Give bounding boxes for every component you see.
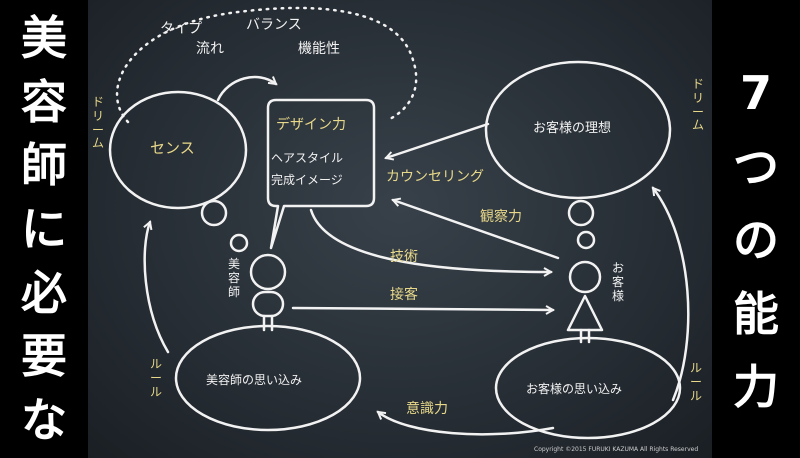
customer-label-char: 様	[612, 288, 625, 303]
stylist-belief-ellipse	[174, 324, 362, 432]
right-title-char: 力	[733, 360, 779, 414]
thought-bubble	[200, 199, 228, 227]
rule-label-left: ル ー ル	[150, 357, 163, 399]
dream-char: ー	[692, 104, 705, 119]
dream-char: リ	[692, 90, 705, 105]
right-vertical-title: 7 つ の 能 力	[712, 0, 800, 458]
arrow-stylist-belief-to-sense	[145, 222, 170, 354]
arrow-design-to-customer	[309, 208, 551, 272]
rule-char: ル	[690, 388, 703, 403]
arrow-service	[291, 308, 553, 310]
dream-char: ー	[92, 122, 105, 137]
dream-char: ム	[92, 136, 105, 151]
stylist-label-char: 容	[228, 270, 241, 285]
customer-figure-label: お 客 様	[612, 261, 625, 303]
stylist-belief-label: 美容師の思い込み	[206, 373, 303, 387]
sense-ellipse	[108, 90, 248, 210]
arrow-customer-to-design	[393, 200, 560, 260]
stylist-label-char: 師	[228, 284, 241, 299]
thought-bubble	[567, 199, 595, 227]
ability-counseling: カウンセリング	[386, 169, 484, 185]
cloud-label-function: 機能性	[298, 41, 340, 57]
rule-label-right: ル ー ル	[690, 361, 703, 403]
right-title-char: 能	[733, 286, 779, 341]
rule-char: ル	[150, 357, 163, 371]
arrow-ideal-to-design	[386, 122, 490, 158]
arrow-customer-belief-to-stylist-belief	[378, 410, 555, 436]
dream-char: ド	[692, 77, 705, 91]
ability-technique: 技術	[390, 249, 418, 265]
ideal-label: お客様の理想	[533, 121, 612, 136]
chalkboard: タイプ バランス 流れ 機能性 センス デザイン力 ヘアスタイル 完成イメージ …	[88, 0, 712, 458]
customer-label-char: 客	[612, 274, 625, 289]
dream-char: ム	[692, 118, 705, 133]
copyright-text: Copyright ©2015 FURUKI KAZUMA All Rights…	[534, 446, 699, 453]
left-vertical-title: 美 容 師 に 必 要 な	[0, 0, 88, 458]
right-title-char: 7	[739, 66, 772, 120]
left-title-char: 美	[21, 10, 67, 65]
right-title-char: の	[733, 213, 779, 267]
dotted-cloud	[115, 6, 418, 124]
left-title-char: な	[21, 393, 67, 448]
left-title-char: に	[21, 201, 67, 256]
left-title-char: 必	[21, 265, 67, 320]
cloud-label-type: タイプ	[160, 21, 202, 37]
customer-label-char: お	[612, 261, 625, 275]
cloud-label-balance: バランス	[246, 17, 302, 33]
thought-bubble	[576, 230, 596, 250]
dream-char: リ	[92, 108, 105, 123]
rule-char: ル	[690, 361, 703, 375]
diagram-drawing	[108, 6, 690, 440]
cloud-label-flow: 流れ	[196, 41, 224, 57]
customer-head	[568, 260, 602, 294]
stylist-body	[251, 290, 285, 318]
rule-char: ル	[150, 384, 163, 399]
ability-awareness: 意識力	[406, 401, 448, 417]
dream-char: ド	[92, 95, 105, 109]
ideal-ellipse	[484, 60, 672, 200]
left-title-char: 師	[21, 138, 67, 193]
dream-label-right: ド リ ー ム	[692, 77, 705, 133]
arrow-sense-to-design	[216, 75, 276, 102]
ability-observation: 観察力	[480, 209, 522, 225]
rule-char: ー	[690, 374, 703, 389]
customer-body	[566, 294, 604, 332]
dream-label-left: ド リ ー ム	[92, 95, 105, 151]
design-speech-box	[266, 98, 376, 250]
stylist-figure-label: 美 容 師	[228, 257, 241, 299]
rule-char: ー	[150, 370, 163, 385]
sense-label: センス	[150, 139, 195, 157]
left-title-char: 要	[21, 329, 67, 384]
right-title-char: つ	[733, 139, 779, 194]
arrow-customer-belief-to-ideal	[651, 188, 690, 402]
stylist-head	[249, 253, 287, 291]
design-line-1: ヘアスタイル	[271, 151, 344, 165]
thought-bubble	[229, 233, 249, 253]
design-line-2: 完成イメージ	[271, 173, 343, 187]
ability-service: 接客	[390, 287, 418, 303]
left-title-char: 容	[21, 74, 67, 129]
design-title: デザイン力	[276, 117, 346, 133]
customer-belief-label: お客様の思い込み	[526, 382, 623, 396]
stylist-label-char: 美	[228, 257, 241, 271]
